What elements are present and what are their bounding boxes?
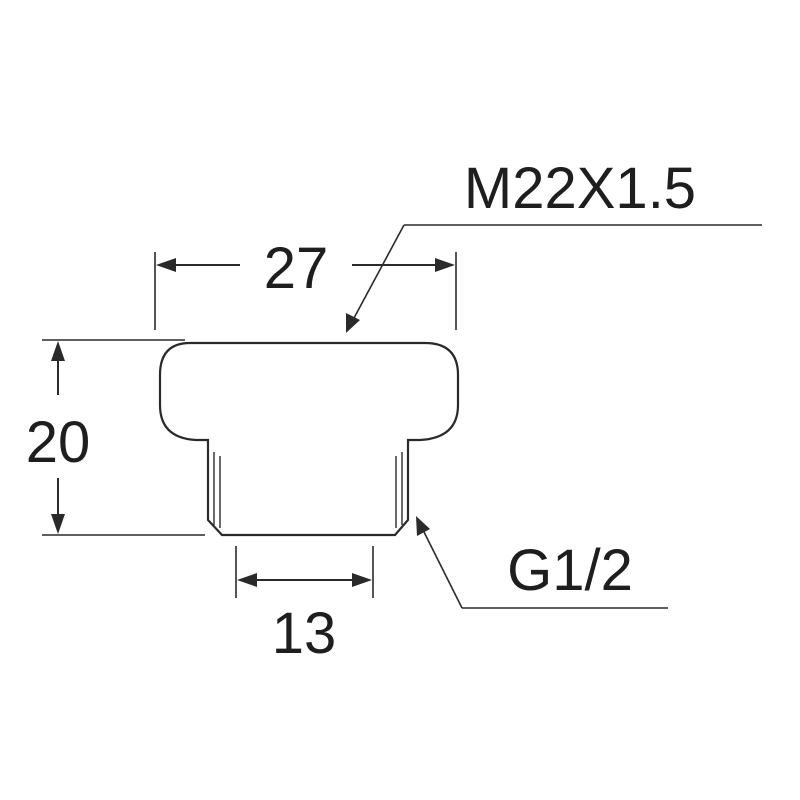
- bottom-callout-leader: [423, 531, 463, 609]
- width-label: 27: [264, 236, 329, 301]
- height-arrow-top: [51, 341, 65, 361]
- width-arrow-right: [435, 258, 455, 272]
- height-dimension: 20: [26, 339, 205, 536]
- width-arrow-left: [156, 258, 176, 272]
- bottom-label: 13: [272, 601, 337, 666]
- top-callout-label: M22X1.5: [464, 156, 696, 221]
- bottom-dimension: 13: [235, 546, 374, 666]
- fitting-part: [158, 341, 460, 537]
- height-arrow-bottom: [51, 514, 65, 534]
- width-dimension: 27: [154, 236, 457, 330]
- bottom-thread-callout: G1/2: [416, 516, 668, 609]
- bottom-arrow-right: [352, 573, 372, 587]
- part-body-outline: [158, 341, 460, 537]
- bottom-arrow-left: [237, 573, 257, 587]
- bottom-callout-arrowhead: [416, 516, 430, 536]
- height-label: 20: [26, 410, 91, 475]
- top-thread-callout: M22X1.5: [346, 156, 762, 333]
- top-callout-arrowhead: [346, 313, 360, 333]
- bottom-callout-label: G1/2: [507, 538, 633, 603]
- top-callout-leader: [353, 224, 405, 319]
